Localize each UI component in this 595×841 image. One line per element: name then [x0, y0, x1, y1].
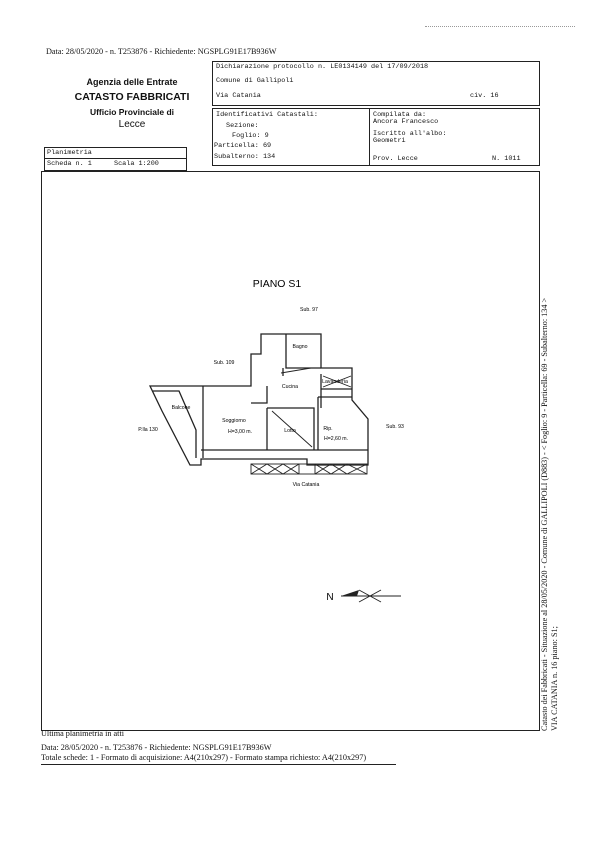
label-cucina: Cucina: [282, 384, 298, 390]
label-soggiorno: Soggiorno: [222, 418, 246, 424]
planimetria-scheda: Scheda n. 1: [47, 160, 92, 168]
footer-totals: Totale schede: 1 - Formato di acquisizio…: [41, 753, 367, 762]
planimetria-table-divider: [44, 158, 186, 159]
label-pta: P.lla 130: [138, 427, 158, 433]
floor-plan: PIANO S1: [138, 278, 404, 603]
footer-request-line: Data: 28/05/2020 - n. T253876 - Richiede…: [41, 743, 272, 752]
top-dotted-rule: [425, 26, 575, 27]
label-sub93: Sub. 93: [386, 424, 404, 430]
side-text-line2: VIA CATANIA n. 16 piano: S1;: [550, 626, 559, 731]
identifiers-sezione: Sezione:: [226, 122, 259, 130]
footer-rule: [41, 764, 396, 765]
agency-office: Ufficio Provinciale di: [89, 107, 175, 117]
footer-last: Ultima planimetria in atti: [41, 729, 124, 738]
planimetria-scala: Scala 1:200: [114, 160, 159, 168]
declaration-comune: Comune di Gallipoli: [216, 77, 294, 85]
identifiers-particella: Particella: 69: [214, 142, 272, 150]
declaration-civico: civ. 16: [470, 92, 499, 100]
declaration-box: [212, 61, 540, 106]
drawing-frame: [41, 171, 540, 731]
agency-city: Lecce: [118, 119, 146, 130]
identifiers-divider: [369, 108, 370, 165]
declaration-street: Via Catania: [216, 92, 261, 100]
plan-title: PIANO S1: [253, 278, 302, 290]
label-lotto: Lotto: [284, 428, 296, 434]
compiler-number: N. 1011: [492, 155, 521, 163]
label-street: Via Catania: [293, 482, 320, 488]
label-rip: Rip.: [323, 426, 332, 432]
svg-text:N: N: [326, 592, 333, 603]
compiler-albo: Geometri: [373, 137, 406, 145]
label-h1: H=3,00 m.: [228, 429, 252, 435]
street-hatch: [250, 367, 368, 475]
side-text-line1: Catasto dei Fabbricati - Situazione al 2…: [540, 297, 549, 731]
planimetria-title: Planimetria: [47, 149, 92, 157]
identifiers-foglio: Foglio: 9: [232, 132, 269, 140]
agency-name: Agenzia delle Entrate: [86, 77, 178, 87]
label-h2: H=2,60 m.: [324, 436, 348, 442]
compiler-name: Ancora Francesco: [373, 118, 439, 126]
identifiers-subalterno: Subalterno: 134: [214, 153, 276, 161]
identifiers-title: Identificativi Catastali:: [216, 111, 318, 119]
label-lavanderia: Lavanderia: [322, 379, 348, 385]
agency-dept: CATASTO FABBRICATI: [74, 91, 190, 103]
label-sub97: Sub. 97: [300, 307, 318, 313]
declaration-protocol: Dichiarazione protocollo n. LE0134149 de…: [216, 63, 429, 71]
label-bagno: Bagno: [292, 344, 307, 350]
north-arrow-icon: N: [326, 589, 401, 603]
compiler-prov: Prov. Lecce: [373, 155, 418, 163]
compiler-albo-label: Iscritto all'albo:: [373, 130, 447, 138]
label-sub109: Sub. 109: [214, 360, 235, 366]
compiler-label: Compilata da:: [373, 111, 427, 119]
planimetria-table: [44, 147, 187, 171]
plan-walls: [148, 333, 369, 466]
identifiers-box: [212, 108, 540, 166]
header-request-line: Data: 28/05/2020 - n. T253876 - Richiede…: [46, 47, 277, 56]
label-balcone: Balcone: [172, 405, 191, 411]
